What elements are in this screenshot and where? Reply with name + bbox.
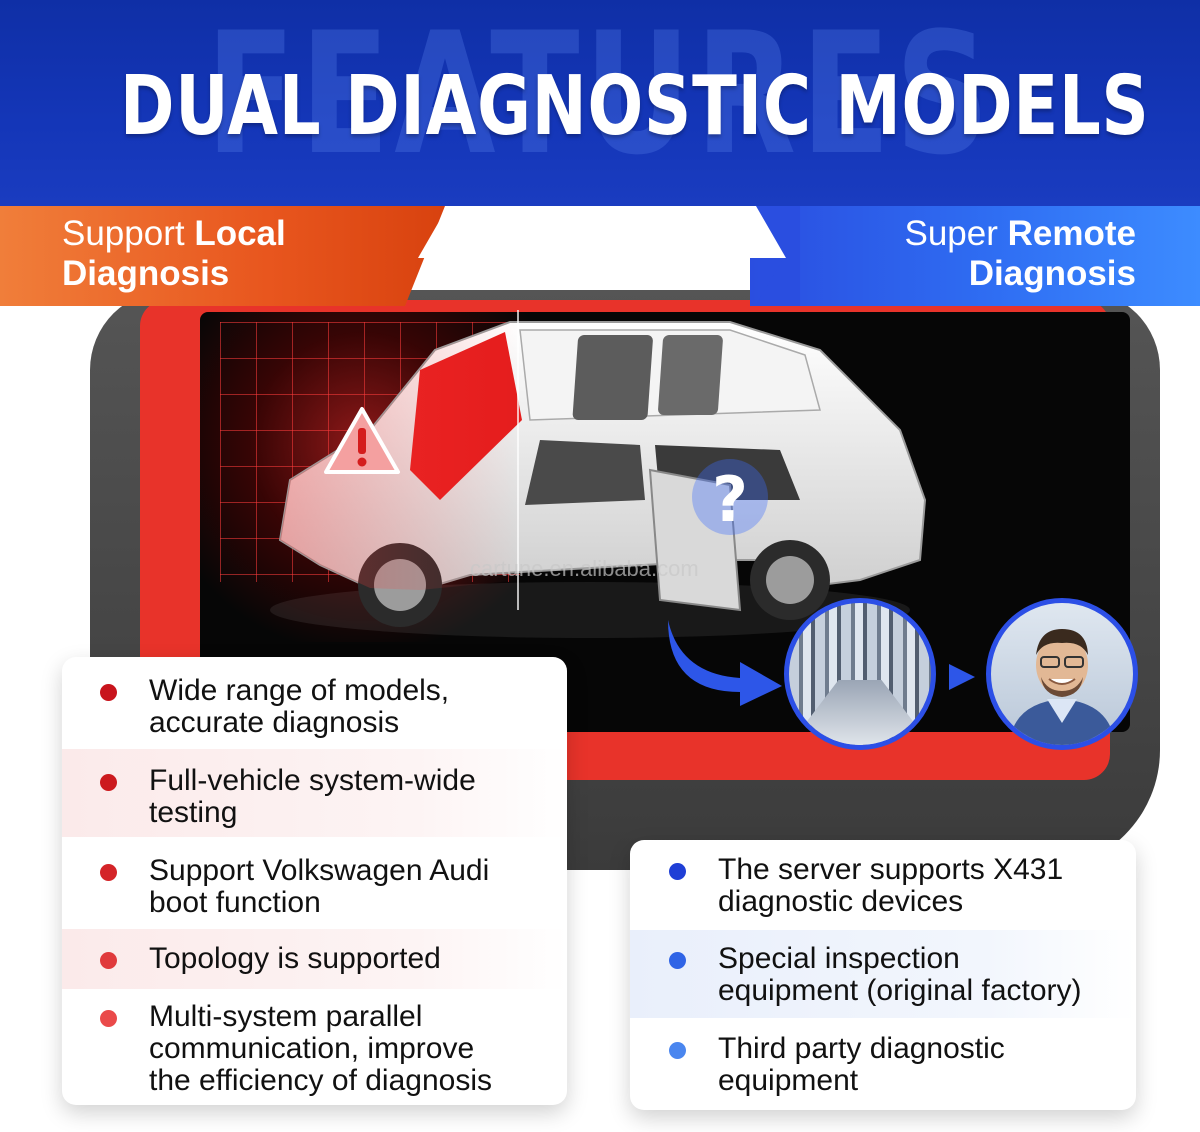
local-feature-text: Topology is supported [149,942,441,975]
local-feature-text: Wide range of models,accurate diagnosis [149,674,450,739]
local-diagnosis-banner [0,206,445,306]
remote-line2: Diagnosis [968,254,1136,293]
site-watermark: cartune.en.alibaba.com [470,556,699,581]
bullet-dot [669,952,686,969]
features-watermark: FEATURES [205,0,995,192]
bullet-dot [100,864,117,881]
center-notch [418,206,786,258]
bullet-dot [669,863,686,880]
small-arrow-icon [949,664,975,690]
remote-diagnosis-label: Super Remote Diagnosis [905,214,1137,294]
local-prefix: Support [62,214,195,253]
arrow-right-icon [668,620,782,706]
car-illustration [270,310,927,638]
remote-banner-slant [755,206,800,306]
server-floor [789,679,931,745]
local-line2: Diagnosis [62,254,230,293]
page-title: DUAL DIAGNOSTIC MODELS [120,59,1150,154]
warning-triangle-icon [324,407,400,474]
bullet-dot [100,774,117,791]
local-feature-item: Topology is supported [62,929,567,989]
bullet-dot [669,1042,686,1059]
local-feature-item: Wide range of models,accurate diagnosis [62,657,567,747]
remote-diagnosis-banner [750,206,1200,306]
technician-figure [1009,629,1115,745]
remote-prefix: Super [904,214,1008,253]
local-features-panel: Wide range of models,accurate diagnosis … [62,657,567,1105]
remote-emphasis: Remote [1007,214,1136,253]
question-mark-icon: ? [692,459,768,536]
question-glyph: ? [712,463,748,536]
technician-avatar-image [986,598,1138,750]
local-emphasis: Local [194,214,286,253]
bullet-dot [100,952,117,969]
header-banner: FEATURES DUAL DIAGNOSTIC MODELS [0,0,1200,206]
local-diagnosis-label: Support Local Diagnosis [62,214,286,294]
bullet-dot [100,684,117,701]
server-room-image [784,598,936,750]
bullet-dot [100,1010,117,1027]
